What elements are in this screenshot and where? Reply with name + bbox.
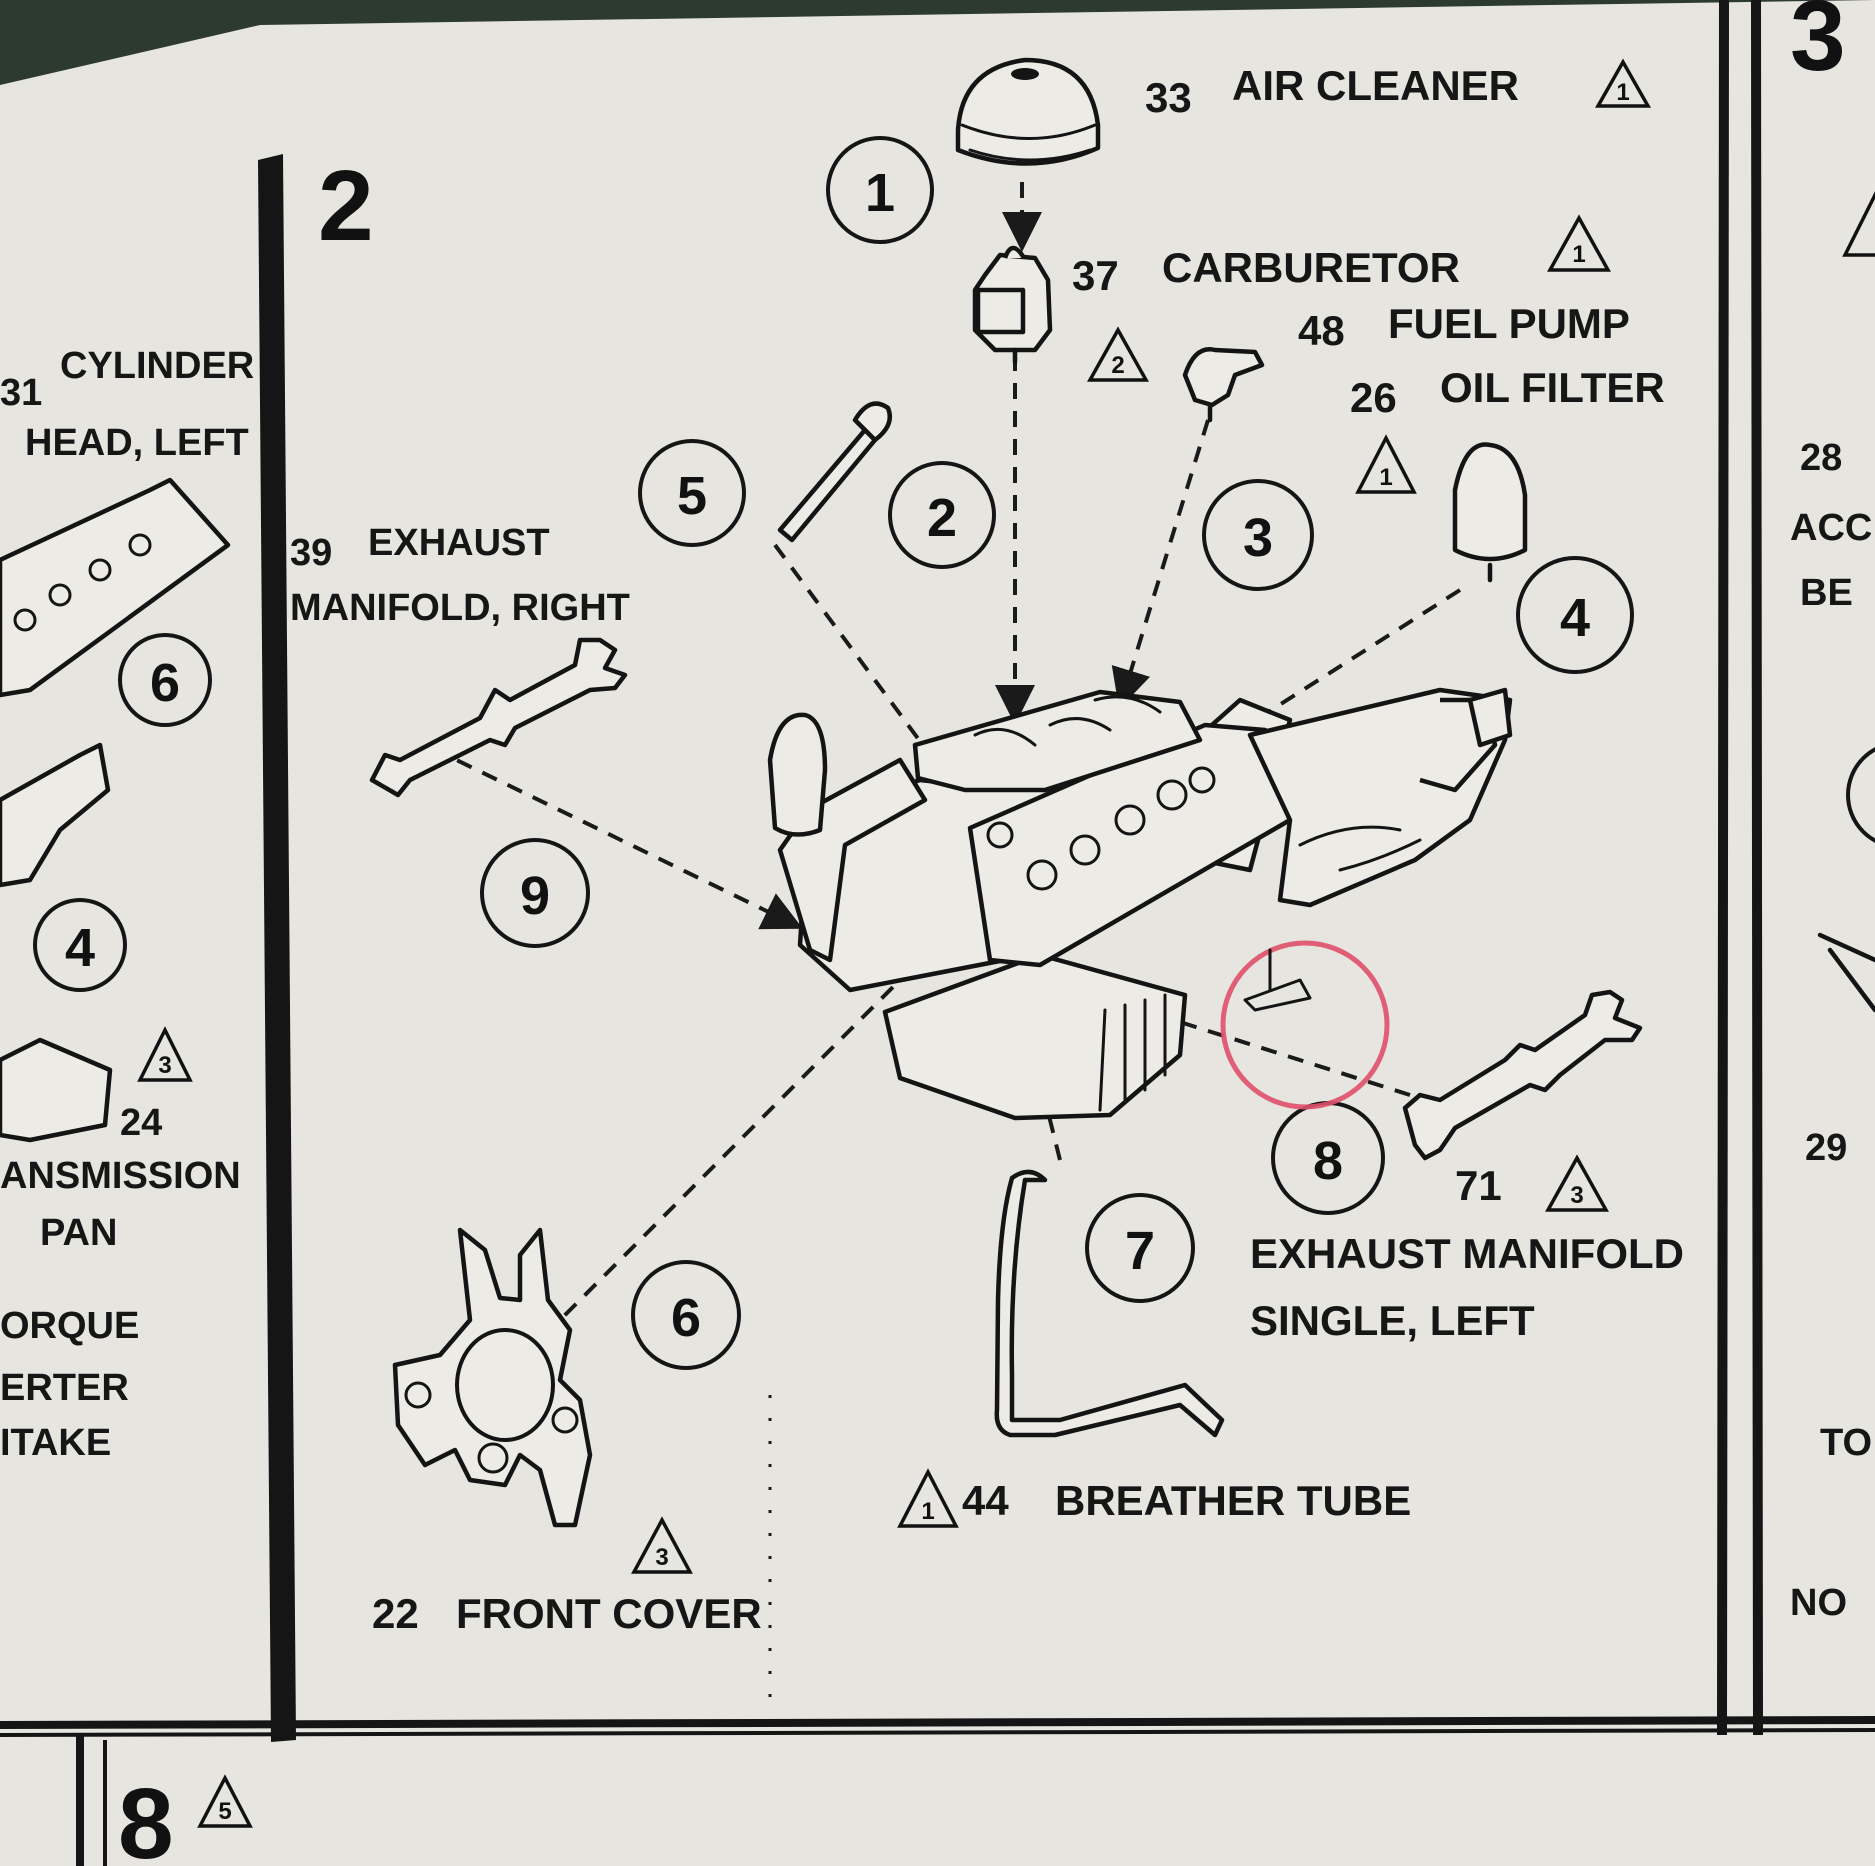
svg-text:CARBURETOR: CARBURETOR xyxy=(1162,244,1460,291)
carburetor-drawing xyxy=(972,245,1053,365)
label-fuel-pump: 48 FUEL PUMP xyxy=(1298,300,1630,354)
fuel-pump-drawing xyxy=(1182,347,1265,423)
svg-text:2: 2 xyxy=(1111,352,1124,379)
svg-text:33: 33 xyxy=(1145,74,1192,121)
svg-text:3: 3 xyxy=(1790,0,1846,92)
svg-text:37: 37 xyxy=(1072,252,1119,299)
svg-text:ANSMISSION: ANSMISSION xyxy=(0,1155,241,1197)
svg-text:ACC: ACC xyxy=(1790,507,1872,549)
exhaust-manifold-left-drawing xyxy=(1402,989,1643,1161)
svg-text:OIL FILTER: OIL FILTER xyxy=(1440,364,1665,411)
caution-triangle-icon: 1 xyxy=(1594,58,1652,108)
svg-text:24: 24 xyxy=(120,1102,162,1144)
svg-text:1: 1 xyxy=(1572,241,1585,268)
svg-text:MANIFOLD, RIGHT: MANIFOLD, RIGHT xyxy=(290,587,630,629)
svg-text:8: 8 xyxy=(1313,1131,1343,1191)
svg-text:26: 26 xyxy=(1350,374,1397,421)
svg-text:8: 8 xyxy=(118,1768,174,1866)
svg-text:22: 22 xyxy=(372,1590,419,1637)
svg-text:ITAKE: ITAKE xyxy=(0,1422,111,1464)
svg-text:AIR CLEANER: AIR CLEANER xyxy=(1232,62,1519,109)
svg-text:1: 1 xyxy=(1616,79,1629,106)
label-exhaust-manifold-left: 71 3 EXHAUST MANIFOLD SINGLE, LEFT xyxy=(1250,1154,1684,1344)
svg-text:CYLINDER: CYLINDER xyxy=(60,345,254,387)
caution-triangle-icon: 3 xyxy=(631,1516,693,1574)
label-carburetor: 37 CARBURETOR 1 2 xyxy=(1072,214,1611,382)
svg-text:4: 4 xyxy=(65,918,95,978)
svg-text:71: 71 xyxy=(1455,1162,1502,1209)
sequence-circle-4: 4 xyxy=(1516,556,1634,674)
oil-filter-drawing xyxy=(1452,442,1528,583)
step-number: 2 xyxy=(318,150,374,262)
breather-tube-drawing xyxy=(994,1169,1225,1438)
svg-text:29: 29 xyxy=(1805,1127,1847,1169)
sequence-circle-5: 5 xyxy=(638,439,746,547)
svg-text:FUEL PUMP: FUEL PUMP xyxy=(1388,300,1630,347)
svg-text:HEAD, LEFT: HEAD, LEFT xyxy=(25,422,249,464)
label-exhaust-manifold-right: 39 EXHAUST MANIFOLD, RIGHT xyxy=(290,522,630,629)
svg-text:NO: NO xyxy=(1790,1582,1847,1624)
svg-text:3: 3 xyxy=(1570,1182,1583,1209)
svg-text:48: 48 xyxy=(1298,307,1345,354)
svg-text:9: 9 xyxy=(520,866,550,926)
svg-text:FRONT COVER: FRONT COVER xyxy=(456,1590,762,1637)
svg-text:1: 1 xyxy=(865,163,895,223)
red-highlight-circle xyxy=(1220,940,1390,1110)
label-air-cleaner: 33 AIR CLEANER 1 xyxy=(1145,58,1652,121)
svg-text:7: 7 xyxy=(1125,1221,1155,1281)
label-front-cover: 3 22 FRONT COVER xyxy=(372,1516,762,1637)
right-page-partial: 3 28 ACC BE 29 TO NO xyxy=(1790,0,1875,1624)
caution-triangle-icon: 1 xyxy=(1547,214,1611,272)
svg-text:1: 1 xyxy=(1379,464,1392,491)
label-breather-tube: 1 44 BREATHER TUBE xyxy=(897,1468,1411,1528)
next-step-header: 8 5 xyxy=(118,1768,253,1866)
svg-text:BREATHER TUBE: BREATHER TUBE xyxy=(1055,1477,1411,1524)
svg-text:2: 2 xyxy=(927,488,957,548)
svg-text:44: 44 xyxy=(962,1477,1009,1524)
svg-text:1: 1 xyxy=(921,1498,934,1525)
svg-text:ERTER: ERTER xyxy=(0,1367,129,1409)
svg-text:39: 39 xyxy=(290,532,332,574)
sequence-circle-6: 6 xyxy=(631,1260,741,1370)
svg-text:3: 3 xyxy=(655,1544,668,1571)
svg-text:SINGLE, LEFT: SINGLE, LEFT xyxy=(1250,1297,1535,1344)
sequence-circle-3: 3 xyxy=(1202,479,1314,591)
sequence-circle-9: 9 xyxy=(480,838,590,948)
air-cleaner-drawing xyxy=(955,57,1101,166)
dipstick-drawing xyxy=(777,401,893,543)
svg-text:28: 28 xyxy=(1800,437,1842,479)
svg-text:3: 3 xyxy=(1243,508,1273,568)
svg-text:5: 5 xyxy=(677,466,707,526)
caution-triangle-icon: 1 xyxy=(897,1468,959,1528)
svg-text:ORQUE: ORQUE xyxy=(0,1305,139,1347)
svg-text:4: 4 xyxy=(1560,588,1590,648)
exhaust-manifold-right-drawing xyxy=(369,637,628,798)
svg-text:5: 5 xyxy=(218,1798,231,1825)
svg-text:3: 3 xyxy=(158,1052,171,1079)
front-cover-drawing xyxy=(392,1227,593,1528)
label-oil-filter: 26 OIL FILTER 1 xyxy=(1350,364,1665,494)
engine-block-drawing xyxy=(767,687,1513,1121)
svg-text:6: 6 xyxy=(150,653,180,713)
sequence-circle-2: 2 xyxy=(888,461,996,569)
sequence-circle-7: 7 xyxy=(1085,1193,1195,1303)
svg-text:TO: TO xyxy=(1820,1422,1872,1464)
caution-triangle-icon: 3 xyxy=(137,1026,193,1082)
left-page-partial: 31 CYLINDER HEAD, LEFT 6 4 3 24 ANSMISSI… xyxy=(0,345,254,1464)
caution-triangle-icon: 5 xyxy=(197,1774,253,1828)
svg-text:PAN: PAN xyxy=(40,1212,117,1254)
svg-text:EXHAUST: EXHAUST xyxy=(368,522,550,564)
svg-text:6: 6 xyxy=(671,1288,701,1348)
caution-triangle-icon: 2 xyxy=(1087,326,1149,382)
svg-text:BE: BE xyxy=(1800,572,1853,614)
svg-text:31: 31 xyxy=(0,372,42,414)
caution-triangle-icon: 3 xyxy=(1545,1154,1609,1212)
svg-text:EXHAUST MANIFOLD: EXHAUST MANIFOLD xyxy=(1250,1230,1684,1277)
caution-triangle-icon: 1 xyxy=(1355,434,1417,494)
sequence-circle-1: 1 xyxy=(826,136,934,244)
